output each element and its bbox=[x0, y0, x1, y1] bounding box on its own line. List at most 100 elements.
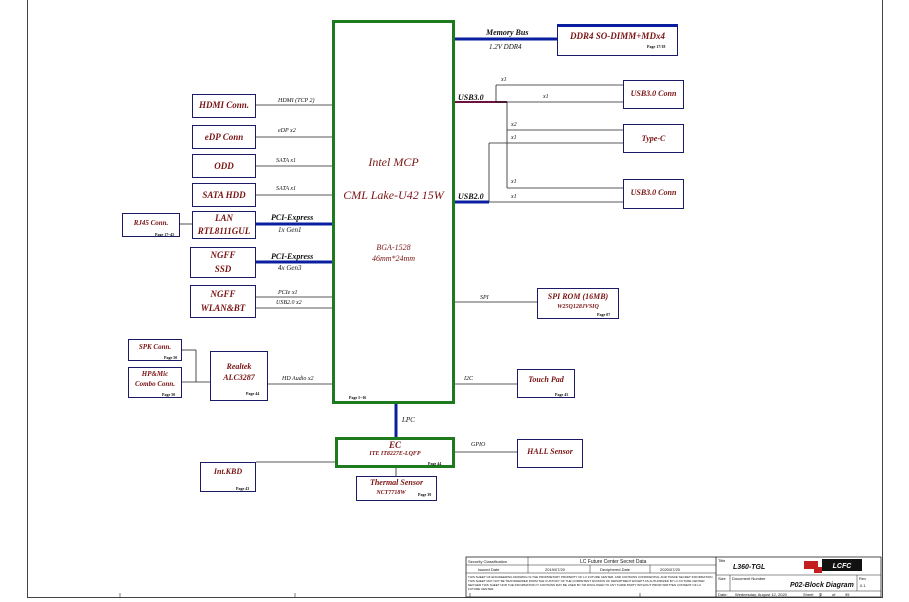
kbd-box bbox=[200, 462, 256, 492]
sheet-frame bbox=[27, 0, 883, 598]
thermal-sensor-box bbox=[356, 476, 437, 501]
hall-sensor-box bbox=[517, 439, 583, 468]
edp-box bbox=[192, 125, 256, 149]
lcfc-logo: LCFC bbox=[800, 557, 866, 575]
cpu-size: 46mm*24mm bbox=[371, 254, 416, 263]
wlan-bus-pcie: PCIe x1 bbox=[278, 290, 298, 296]
edp-label: eDP Conn bbox=[204, 132, 244, 142]
realtek-page: Page 44 bbox=[246, 391, 260, 396]
hdmi-box bbox=[192, 94, 256, 118]
usb30-top-x1a: x1 bbox=[501, 77, 507, 83]
ec-chip: ITE IT8227E-LQFP bbox=[369, 451, 421, 457]
usb30-conn-top-label: USB3.0 Conn bbox=[630, 89, 677, 98]
hd-audio-bus: HD Audio x2 bbox=[282, 376, 314, 382]
hp-mic-box bbox=[128, 367, 182, 398]
logo-text: LCFC bbox=[833, 563, 853, 570]
usb30-conn-top-box bbox=[623, 80, 684, 109]
spi-rom-page: Page 07 bbox=[597, 312, 611, 317]
hp-mic-label: HP&Mic bbox=[141, 370, 169, 378]
usb20-port-label: USB2.0 bbox=[458, 192, 484, 201]
cpu-block bbox=[332, 20, 455, 404]
hdmi-label: HDMI Conn. bbox=[198, 100, 250, 110]
lan-bus-gen: 1x Gen1 bbox=[278, 226, 302, 234]
kbd-label: Int.KBD bbox=[213, 467, 243, 476]
gpio-bus: GPIO bbox=[471, 442, 486, 448]
i2c-bus: I2C bbox=[464, 376, 473, 382]
edp-bus: eDP x2 bbox=[278, 128, 296, 134]
ngff-wlan-box bbox=[190, 285, 256, 318]
ddr4-page: Page 17/18 bbox=[647, 44, 666, 49]
touchpad-box bbox=[517, 369, 575, 398]
rj45-page: Page 17~45 bbox=[155, 232, 175, 237]
ssd-bus-gen: 4x Gen3 bbox=[278, 264, 302, 272]
cpu-title: Intel MCP bbox=[368, 155, 419, 169]
tb-issued-label: Issued Date bbox=[478, 567, 500, 572]
spi-rom-box bbox=[537, 288, 619, 319]
ngff-ssd-label: NGFF bbox=[210, 250, 236, 260]
cpu-package: BGA-1528 bbox=[376, 243, 411, 252]
touchpad-label: Touch Pad bbox=[528, 375, 564, 384]
lpc-bus: LPC bbox=[402, 416, 415, 424]
realtek-chip: ALC3287 bbox=[223, 373, 255, 382]
lan-label: LAN bbox=[215, 213, 233, 223]
tb-notice: THIS SHEET OF ENGINEERING DRAWING IS THE… bbox=[468, 575, 714, 591]
touchpad-page: Page 45 bbox=[555, 392, 569, 397]
tb-rev-value: 0.1 bbox=[860, 583, 866, 588]
tb-deciphered-label: Deciphered Date bbox=[600, 567, 631, 572]
wlan-bus-usb: USB2.0 x2 bbox=[276, 300, 302, 306]
tb-date-label: Date: bbox=[718, 592, 728, 597]
rj45-label: RJ45 Conn. bbox=[133, 219, 169, 227]
hp-mic-type: Combo Conn. bbox=[134, 380, 176, 388]
tb-size-label: Size bbox=[718, 576, 726, 581]
usb30-conn-bottom-box bbox=[623, 179, 684, 209]
usb30-top-x1b: x1 bbox=[543, 94, 549, 100]
lan-bus-label: PCI-Express bbox=[271, 213, 314, 222]
usb30-bottom-x1b: x1 bbox=[511, 194, 517, 200]
typec-box bbox=[623, 124, 684, 153]
usb30-port-label: USB3.0 bbox=[458, 93, 484, 102]
ec-block bbox=[335, 437, 455, 468]
typec-x1: x1 bbox=[511, 135, 517, 141]
thermal-sensor-label: Thermal Sensor bbox=[369, 478, 424, 487]
cpu-model: CML Lake-U42 15W bbox=[343, 188, 444, 202]
usb30-conn-bottom-label: USB3.0 Conn bbox=[630, 188, 677, 197]
sata-hdd-label: SATA HDD bbox=[202, 190, 246, 200]
spi-bus: SPI bbox=[480, 295, 489, 301]
tb-docnum-label: Document Number bbox=[732, 576, 766, 581]
thermal-sensor-chip: NCT7718W bbox=[376, 490, 406, 496]
cpu-page: Page 5~16 bbox=[349, 395, 367, 400]
thermal-sensor-page: Page 39 bbox=[418, 492, 432, 497]
tb-of-label: of bbox=[832, 592, 836, 597]
ngff-ssd-box bbox=[190, 247, 256, 278]
tb-doc-value: P02-Block Diagram bbox=[790, 582, 854, 589]
ddr4-box bbox=[557, 24, 678, 56]
usb30-bottom-x1a: x1 bbox=[511, 179, 517, 185]
realtek-label: Realtek bbox=[226, 362, 252, 371]
hdmi-bus: HDMI (TCP 2) bbox=[278, 98, 315, 104]
tb-secret: LC Future Center Secret Data bbox=[580, 559, 647, 565]
ngff-wlan-type: WLAN&BT bbox=[200, 303, 246, 313]
rj45-box bbox=[122, 213, 180, 237]
tb-date-value: Wednesday, August 12, 2020 bbox=[735, 592, 787, 597]
ssd-bus-label: PCI-Express bbox=[271, 252, 314, 261]
hp-mic-page: Page 50 bbox=[162, 392, 176, 397]
ddr4-label: DDR4 SO-DIMM+MDx4 bbox=[570, 31, 665, 41]
tb-deciphered-value: 2020/07/20 bbox=[660, 567, 681, 572]
spi-rom-label: SPI ROM (16MB) bbox=[547, 292, 609, 301]
odd-box bbox=[192, 154, 256, 178]
ec-page: Page 44 bbox=[428, 461, 442, 466]
ngff-ssd-type: SSD bbox=[214, 264, 232, 274]
tb-sheet-label: Sheet bbox=[803, 592, 814, 597]
typec-x2: x2 bbox=[511, 122, 517, 128]
realtek-box bbox=[210, 351, 268, 401]
tb-security-label: Security Classification bbox=[468, 559, 508, 564]
tb-title-label: Title bbox=[718, 558, 726, 563]
tb-of-value: 95 bbox=[845, 592, 850, 597]
odd-label: ODD bbox=[214, 161, 234, 171]
spk-label: SPK Conn. bbox=[138, 343, 172, 351]
sata-hdd-bus: SATA x1 bbox=[276, 186, 297, 192]
typec-label: Type-C bbox=[641, 134, 666, 143]
spi-rom-chip: W25Q128JVSIQ bbox=[557, 304, 599, 310]
memory-bus-label: Memory Bus bbox=[486, 28, 529, 37]
